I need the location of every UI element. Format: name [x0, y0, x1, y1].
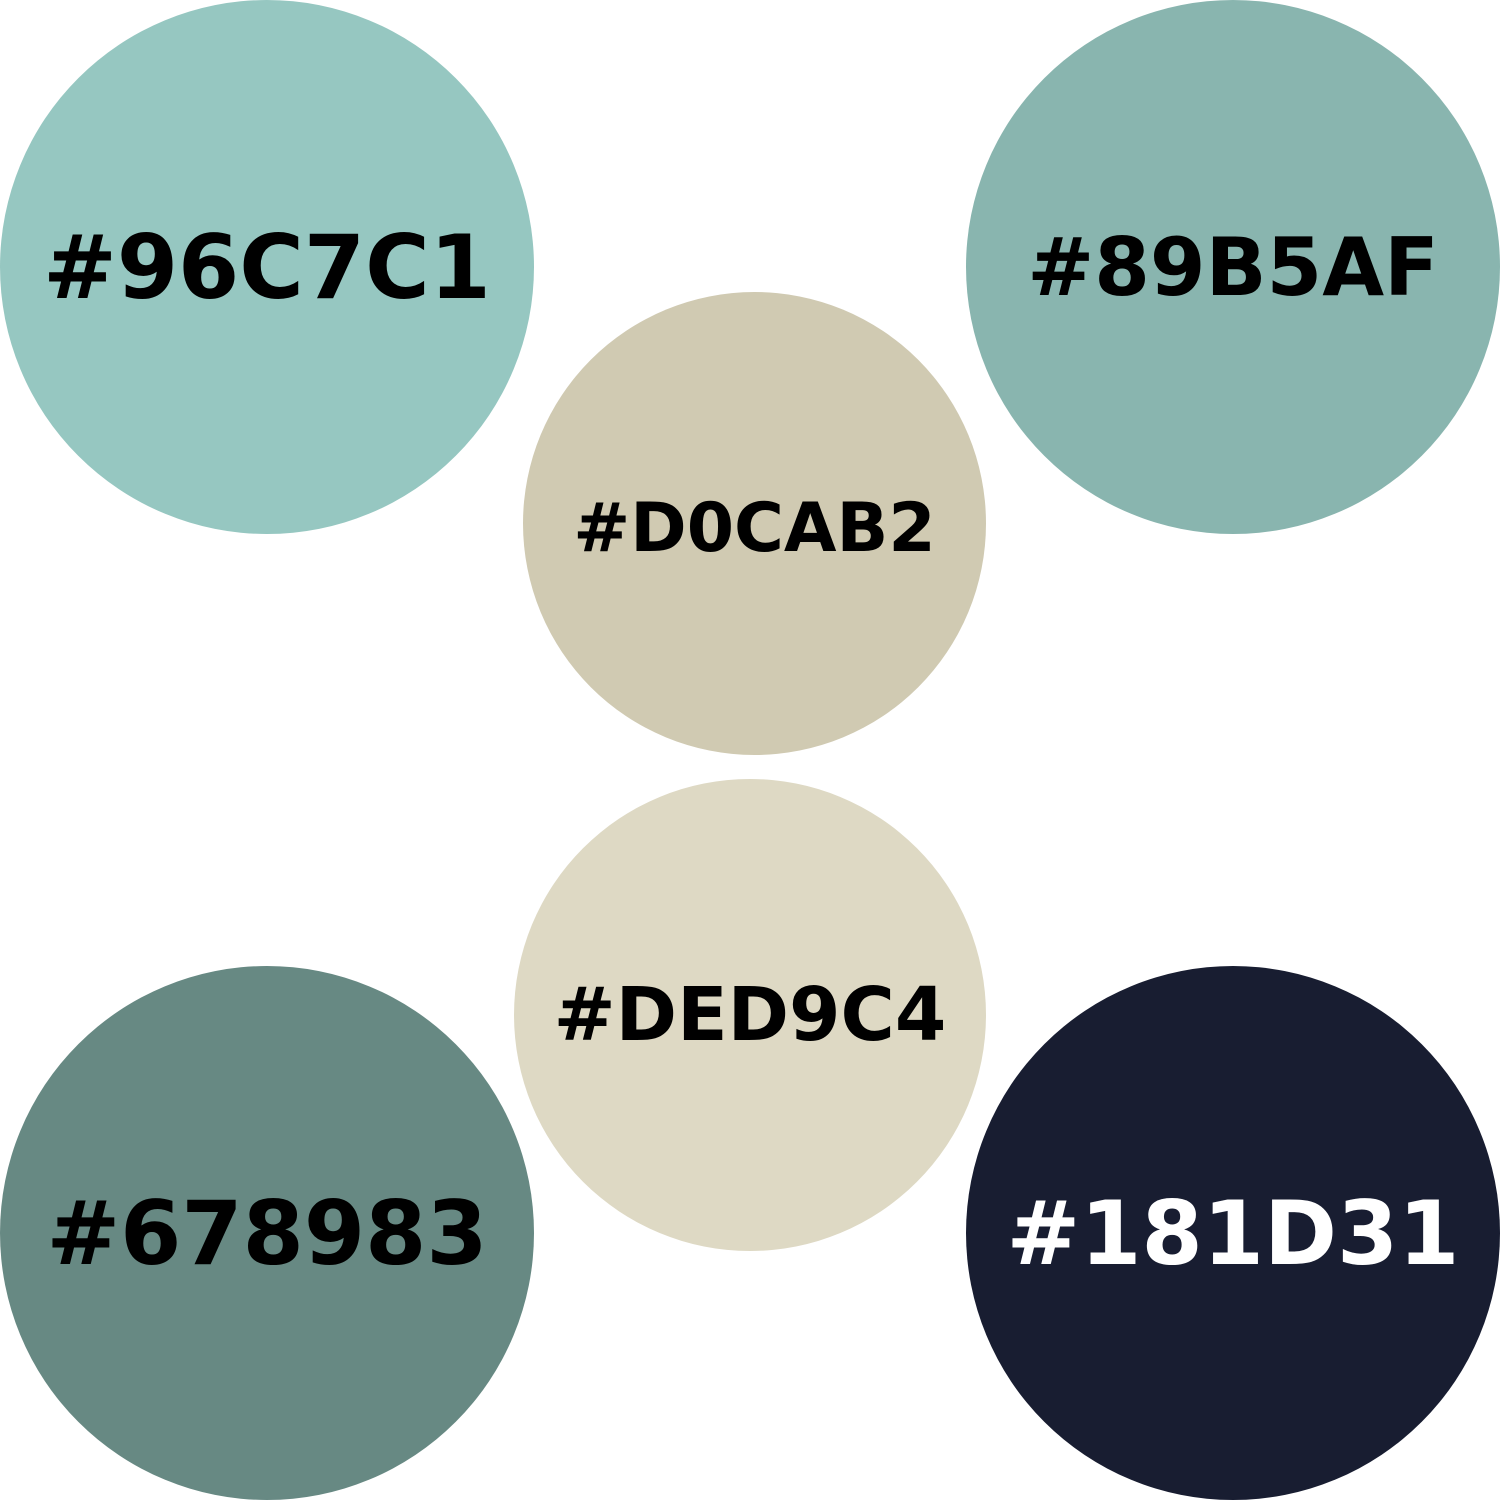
color-swatch-89b5af: #89B5AF [966, 0, 1500, 534]
color-code-label: #89B5AF [1027, 220, 1439, 314]
color-code-label: #96C7C1 [43, 215, 491, 319]
color-swatch-d0cab2: #D0CAB2 [523, 292, 986, 755]
color-code-label: #D0CAB2 [573, 489, 936, 568]
color-code-label: #181D31 [1006, 1181, 1460, 1285]
color-code-label: #678983 [46, 1181, 488, 1285]
color-code-label: #DED9C4 [553, 972, 947, 1058]
color-swatch-678983: #678983 [0, 966, 534, 1500]
color-swatch-96c7c1: #96C7C1 [0, 0, 534, 534]
color-swatch-181d31: #181D31 [966, 966, 1500, 1500]
color-swatch-ded9c4: #DED9C4 [514, 779, 986, 1251]
